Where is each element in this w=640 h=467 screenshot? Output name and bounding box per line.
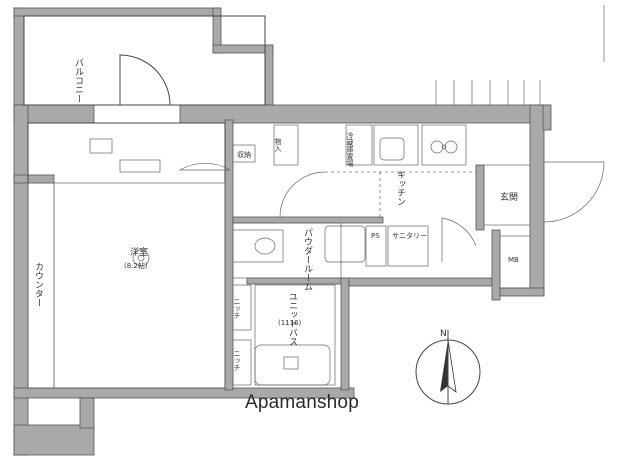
mb-box: [499, 235, 531, 289]
niche-lower-label: ニッチ: [233, 350, 241, 371]
main-room-outline: [27, 122, 226, 389]
sink-box: [373, 124, 419, 166]
main-room-label: 洋室: [130, 246, 148, 258]
ps-label: PS: [371, 232, 380, 240]
kitchen-label: キッチン: [395, 170, 406, 206]
sink-icon: [379, 137, 405, 161]
balcony-rail: [435, 5, 605, 105]
niche-upper-label: ニッチ: [233, 298, 241, 319]
niche-lower-box: [232, 339, 252, 386]
door-swing-icon: [543, 161, 605, 223]
compass-icon: [415, 330, 481, 405]
fridge-label: 冷蔵庫置場: [346, 131, 354, 168]
washbasin-icon: [324, 225, 366, 263]
toilet-icon: [254, 237, 276, 255]
ac-unit: [89, 138, 113, 154]
counter-outline: [27, 182, 55, 389]
mb-label: MB: [508, 256, 519, 264]
shelf: [119, 159, 161, 173]
sanitary-label: サニタリー: [392, 231, 427, 240]
powder-room-label: パウダールーム: [302, 228, 313, 291]
fridge-box: [345, 124, 373, 166]
entrance-label: 玄関: [500, 191, 518, 203]
stove-icon: [430, 140, 458, 154]
storage-label: 収納: [237, 150, 251, 159]
entrance-outline: [483, 164, 531, 226]
balcony-outline: [23, 15, 266, 106]
niche-upper-box: [232, 284, 252, 331]
main-room-floor: [53, 182, 226, 389]
door-swing-icon: [279, 171, 326, 218]
compass-label: N: [440, 329, 447, 339]
main-room-size-label: (8.2帖): [124, 261, 148, 270]
stove-box: [421, 124, 467, 166]
sanitary-box: [387, 225, 429, 267]
washer-pan: [232, 229, 284, 263]
balcony-label: バルコニー: [73, 58, 84, 103]
exterior-walls: [13, 7, 552, 456]
ceiling-light-icon: [132, 249, 150, 267]
unit-bath-size-label: (1116): [278, 319, 302, 327]
counter-label: カウンター: [33, 262, 44, 307]
bathtub-icon: [254, 344, 331, 386]
door-swing-icon: [178, 163, 231, 171]
door-swing-icon: [441, 217, 477, 262]
unit-bath-label: ユニットバス: [287, 292, 298, 346]
storage-box: [232, 144, 256, 163]
watermark: Apamanshop: [245, 392, 359, 413]
ps-box: [365, 225, 387, 267]
washer-storage-label: 物入: [274, 137, 282, 152]
door-swing-icon: [119, 54, 171, 106]
washer-storage-box: [273, 124, 299, 166]
